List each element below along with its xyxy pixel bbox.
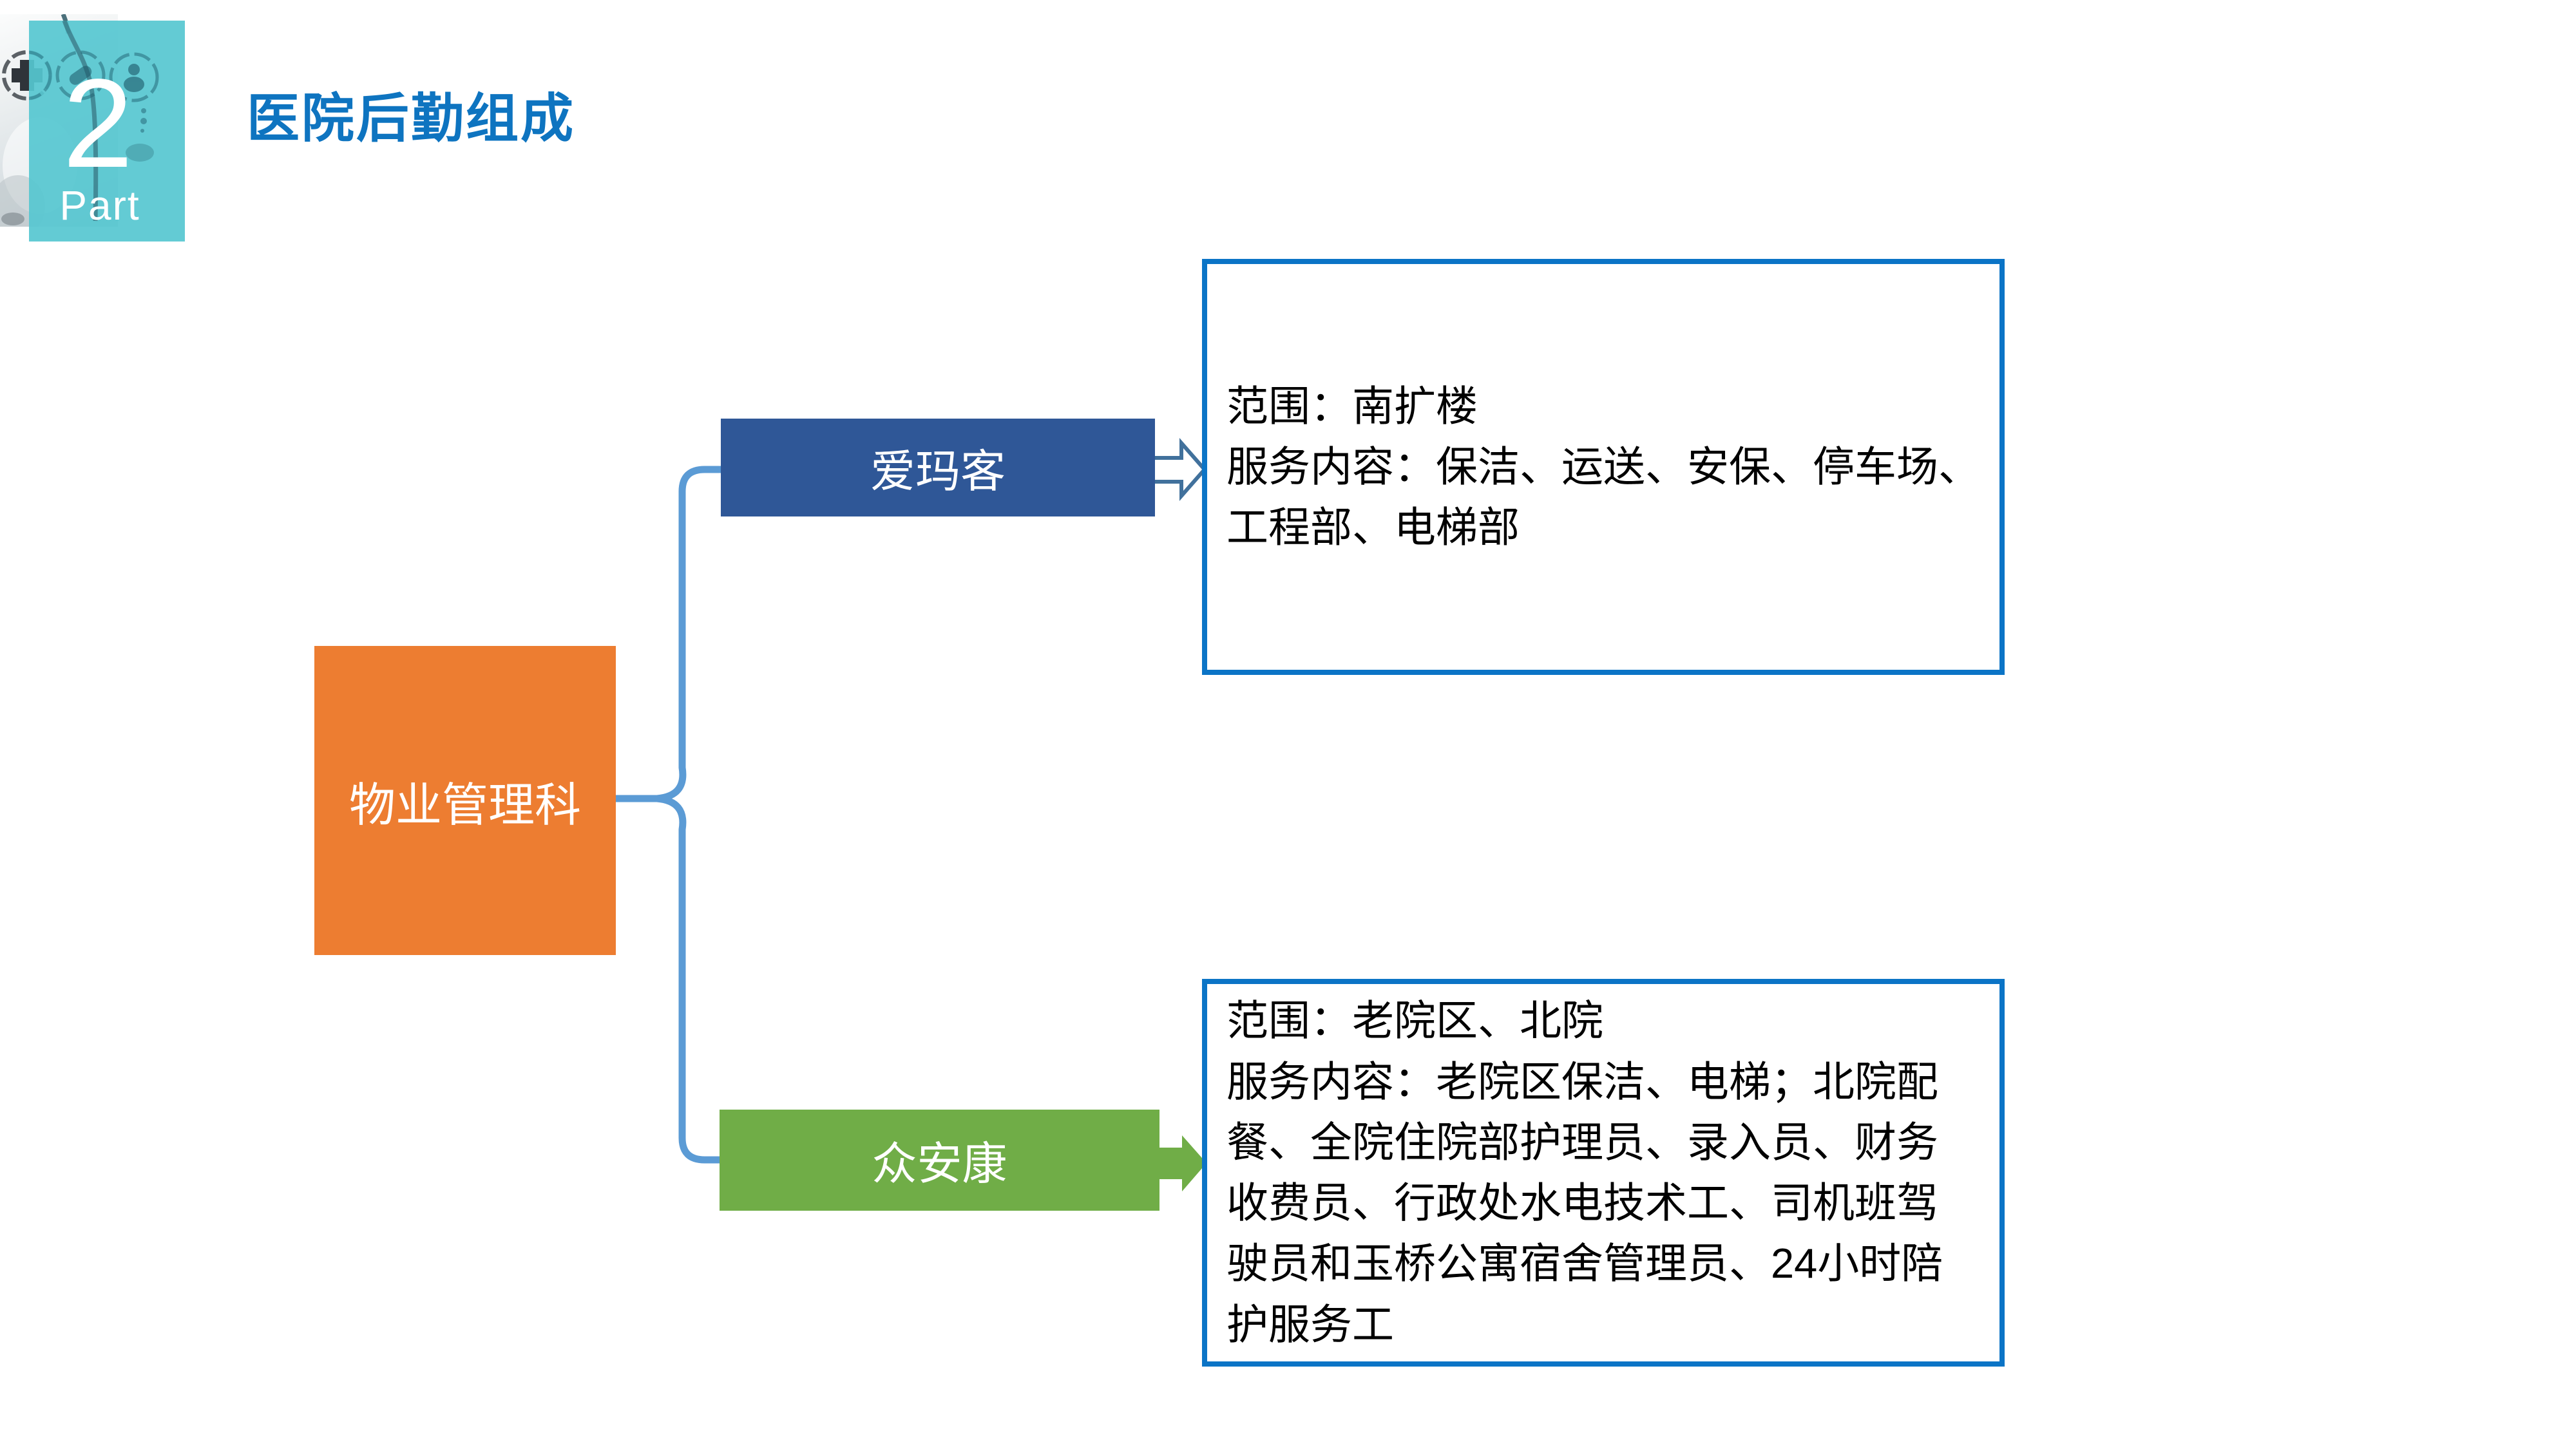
badge-medical-icons bbox=[29, 21, 159, 222]
badge-teal-panel: 2 Part bbox=[29, 21, 185, 242]
node-label: 众安康 bbox=[872, 1139, 1007, 1189]
part-badge: 2 Part bbox=[0, 0, 206, 258]
node-label: 爱玛客 bbox=[870, 446, 1006, 497]
right-arrow-outline-icon bbox=[1145, 438, 1207, 501]
person-icon bbox=[124, 64, 144, 92]
map-dots-decoration bbox=[126, 108, 154, 162]
right-arrow-solid-icon bbox=[1148, 1135, 1207, 1191]
node-zhongankang: 众安康 bbox=[720, 1110, 1159, 1211]
capsule-ring-icon bbox=[55, 50, 106, 100]
connector-root-to-aramark bbox=[615, 466, 722, 802]
detail-box-zhongankang: 范围：老院区、北院 服务内容：老院区保洁、电梯；北院配 餐、全院住院部护理员、录… bbox=[1202, 979, 2005, 1367]
part-number: 2 bbox=[62, 53, 133, 194]
connector-root-to-zhongankang bbox=[615, 795, 721, 1164]
node-property-management: 物业管理科 bbox=[314, 646, 616, 955]
detail-text-aramark: 范围：南扩楼 服务内容：保洁、运送、安保、停车场、 工程部、电梯部 bbox=[1226, 382, 1981, 551]
node-label: 物业管理科 bbox=[348, 779, 581, 831]
detail-box-aramark: 范围：南扩楼 服务内容：保洁、运送、安保、停车场、 工程部、电梯部 bbox=[1202, 259, 2005, 675]
person-ring-icon bbox=[109, 52, 159, 102]
capsule-icon bbox=[69, 66, 92, 85]
part-label: Part bbox=[59, 182, 140, 229]
stethoscope-tube bbox=[62, 21, 99, 222]
node-aramark: 爱玛客 bbox=[721, 419, 1155, 516]
detail-text-zhongankang: 范围：老院区、北院 服务内容：老院区保洁、电梯；北院配 餐、全院住院部护理员、录… bbox=[1226, 997, 1943, 1348]
slide-title: 医院后勤组成 bbox=[247, 90, 576, 148]
